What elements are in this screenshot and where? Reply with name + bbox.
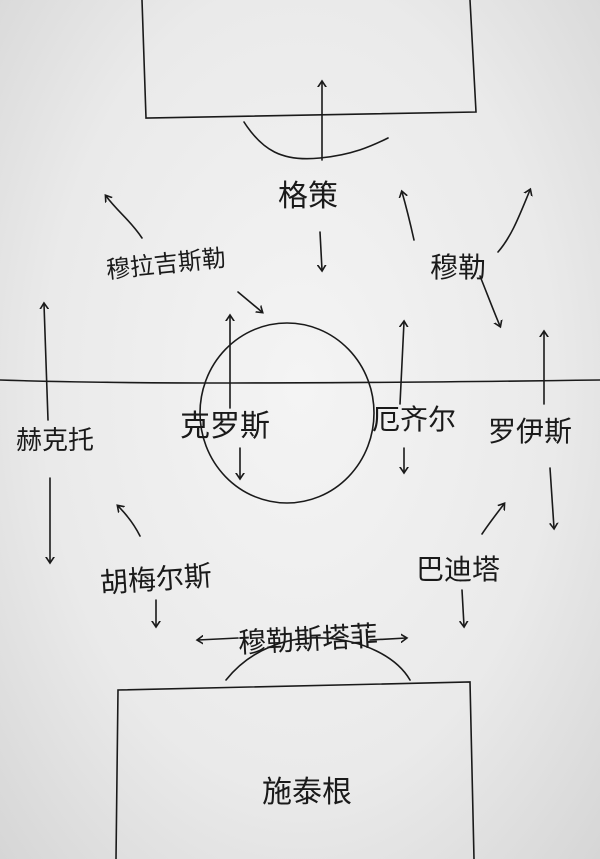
top-penalty-arc xyxy=(243,121,389,160)
arrow-top-right-down xyxy=(479,275,500,326)
player-top-right: 穆勒 xyxy=(430,251,487,284)
arrow-bottom-left xyxy=(198,638,239,640)
arrow-top-right-diag xyxy=(497,190,530,253)
player-mid-far-left: 赫克托 xyxy=(16,426,95,456)
player-low-left: 胡梅尔斯 xyxy=(98,559,213,600)
arrow-low-left-up xyxy=(118,506,141,537)
arrow-top-left-up xyxy=(106,196,143,239)
arrow-top-right-up xyxy=(402,192,415,241)
arrow-top-center-down xyxy=(320,231,322,270)
bottom-penalty-arc xyxy=(225,637,411,681)
player-low-right: 巴迪塔 xyxy=(416,553,501,586)
player-keeper: 施泰根 xyxy=(262,775,352,810)
player-bottom-center: 穆勒斯塔菲 xyxy=(237,619,379,660)
top-goal-box xyxy=(141,0,477,119)
arrow-low-right-down xyxy=(462,589,464,626)
arrow-mid-right-up xyxy=(400,322,404,405)
center-circle xyxy=(199,322,375,504)
halfway-line xyxy=(0,379,600,384)
arrow-far-right-down xyxy=(550,467,554,528)
player-mid-left: 克罗斯 xyxy=(180,409,270,444)
player-top-center: 格策 xyxy=(278,179,338,214)
bottom-goal-box xyxy=(115,681,475,859)
player-mid-right: 厄齐尔 xyxy=(372,403,457,436)
arrow-top-left-down xyxy=(237,291,262,312)
arrow-far-left-up xyxy=(44,304,48,421)
arrow-bottom-right xyxy=(369,638,406,640)
arrow-low-right-up xyxy=(481,504,504,535)
player-mid-far-right: 罗伊斯 xyxy=(488,415,573,448)
